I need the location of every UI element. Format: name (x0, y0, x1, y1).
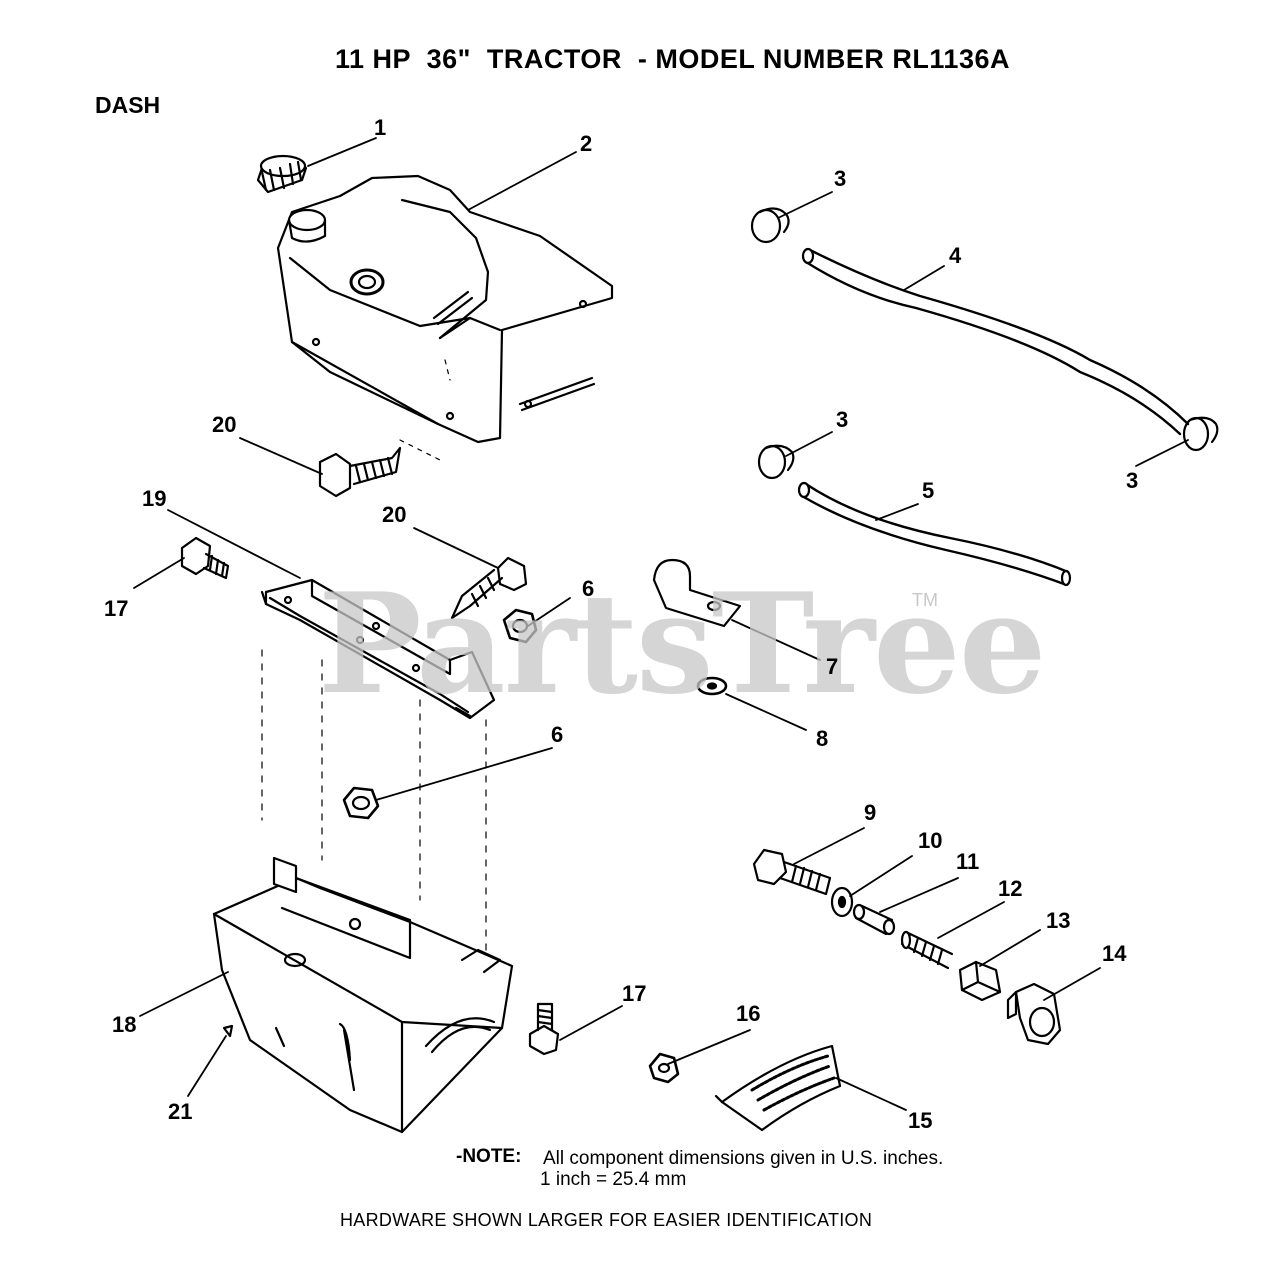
part-bolt-9 (752, 848, 832, 896)
part-fuel-tank (276, 174, 614, 444)
callout-1: 1 (374, 115, 387, 140)
page-title: 11 HP 36" TRACTOR - MODEL NUMBER RL1136A (335, 44, 1010, 74)
part-decal (714, 1044, 842, 1132)
callout-11: 11 (956, 849, 980, 874)
note-conversion: 1 inch = 25.4 mm (540, 1169, 687, 1190)
part-nut-6b (342, 786, 380, 820)
watermark: PartsTree (318, 562, 1047, 725)
callout-15: 15 (908, 1108, 933, 1133)
callout-13: 13 (1046, 908, 1071, 933)
callout-9: 9 (864, 800, 877, 825)
section-label: DASH (95, 92, 161, 118)
callout-6: 6 (582, 576, 595, 601)
callout-16: 16 (736, 1001, 761, 1026)
part-washer-8 (696, 676, 728, 696)
part-hose-clamp-c (1182, 416, 1219, 452)
note-label: -NOTE: (456, 1146, 522, 1167)
part-hose-clamp-a (750, 207, 790, 244)
part-bolt-17b (528, 1002, 560, 1056)
part-line-clamp (652, 558, 742, 628)
callout-8: 8 (816, 726, 829, 751)
callout-21: 21 (168, 1099, 193, 1124)
callout-3: 3 (836, 407, 849, 432)
callout-17: 17 (104, 596, 129, 621)
part-fuel-cap (256, 154, 308, 194)
part-bolt-17a (180, 536, 230, 580)
part-dash-panel (212, 856, 514, 1134)
part-pin (222, 1024, 234, 1038)
footer-note: HARDWARE SHOWN LARGER FOR EASIER IDENTIF… (340, 1210, 873, 1230)
callout-7: 7 (826, 654, 839, 679)
part-nut-16 (648, 1052, 680, 1084)
callout-6: 6 (551, 722, 564, 747)
callout-20: 20 (212, 412, 237, 437)
note-text: All component dimensions given in U.S. i… (543, 1148, 944, 1169)
part-clip (958, 960, 1002, 1002)
part-spring (900, 930, 954, 970)
callout-5: 5 (922, 478, 935, 503)
callout-20: 20 (382, 502, 407, 527)
part-screw-20b (450, 556, 528, 620)
part-nut-6a (502, 608, 538, 644)
callout-3: 3 (1126, 468, 1139, 493)
callout-12: 12 (998, 876, 1023, 901)
callout-18: 18 (112, 1012, 137, 1037)
part-screw-20a (318, 446, 402, 498)
part-washer-10 (830, 886, 854, 918)
part-bracket (260, 578, 496, 720)
watermark-tm: TM (912, 590, 938, 610)
part-fuel-line-long (801, 247, 1190, 436)
callout-19: 19 (142, 486, 167, 511)
callout-10: 10 (918, 828, 943, 853)
part-hose-clamp-b (757, 444, 795, 480)
callout-4: 4 (949, 243, 962, 268)
callout-17: 17 (622, 981, 647, 1006)
callout-14: 14 (1102, 941, 1127, 966)
part-fuel-line-short (797, 481, 1072, 587)
callout-3: 3 (834, 166, 847, 191)
leader-lines (133, 137, 1189, 1111)
part-spacer (852, 903, 896, 936)
callout-2: 2 (580, 131, 593, 156)
part-knob (1006, 982, 1062, 1046)
